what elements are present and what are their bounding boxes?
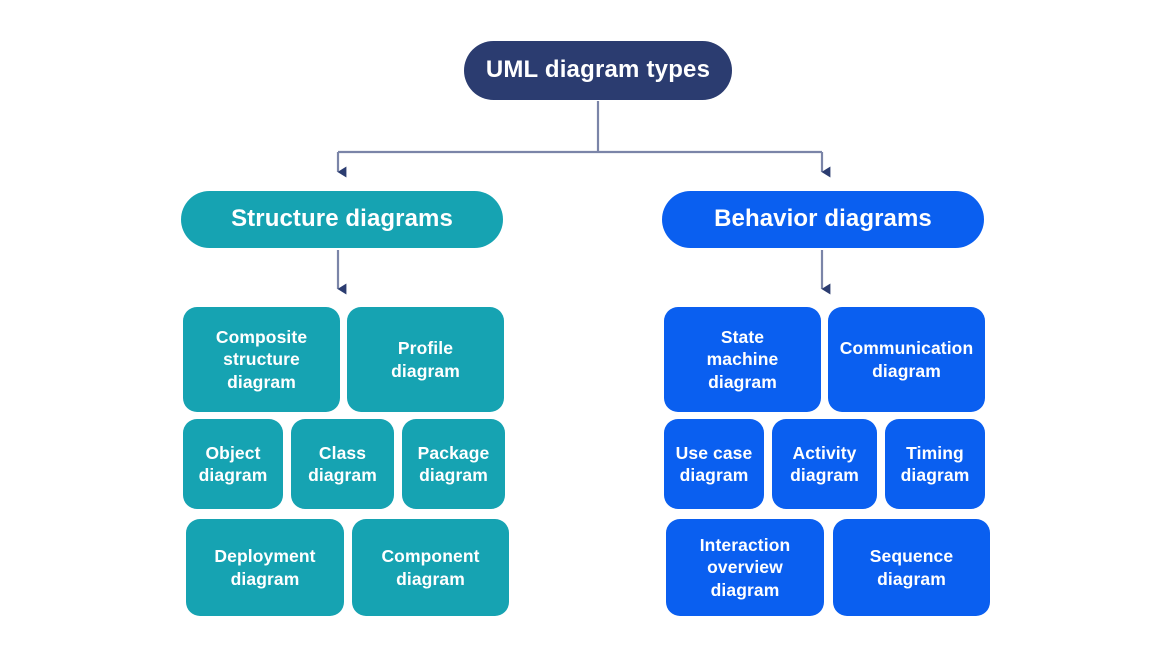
node-activity-diagram[interactable]: Activity diagram <box>772 419 877 509</box>
node-label: Object diagram <box>198 442 268 485</box>
node-label: Activity diagram <box>790 442 859 485</box>
node-label: Deployment diagram <box>214 546 316 589</box>
node-state-machine-diagram[interactable]: State machine diagram <box>664 307 821 412</box>
node-sequence-diagram[interactable]: Sequence diagram <box>833 519 990 616</box>
node-label: Behavior diagrams <box>714 205 932 233</box>
node-uml-diagram-types[interactable]: UML diagram types <box>464 41 732 100</box>
node-label: Composite structure diagram <box>215 327 308 392</box>
node-label: Use case diagram <box>675 442 753 485</box>
node-label: Class diagram <box>308 442 377 485</box>
node-package-diagram[interactable]: Package diagram <box>402 419 505 509</box>
node-interaction-overview-diagram[interactable]: Interaction overview diagram <box>666 519 824 616</box>
node-structure-diagrams[interactable]: Structure diagrams <box>181 191 503 248</box>
node-label: Interaction overview diagram <box>699 535 791 600</box>
node-use-case-diagram[interactable]: Use case diagram <box>664 419 764 509</box>
node-class-diagram[interactable]: Class diagram <box>291 419 394 509</box>
node-label: Profile diagram <box>391 338 460 381</box>
node-communication-diagram[interactable]: Communication diagram <box>828 307 985 412</box>
node-composite-structure-diagram[interactable]: Composite structure diagram <box>183 307 340 412</box>
node-label: Component diagram <box>381 546 480 589</box>
node-label: Structure diagrams <box>231 205 453 233</box>
node-label: UML diagram types <box>485 56 711 84</box>
node-component-diagram[interactable]: Component diagram <box>352 519 509 616</box>
node-label: Communication diagram <box>839 338 974 381</box>
node-timing-diagram[interactable]: Timing diagram <box>885 419 985 509</box>
node-object-diagram[interactable]: Object diagram <box>183 419 283 509</box>
node-behavior-diagrams[interactable]: Behavior diagrams <box>662 191 984 248</box>
node-profile-diagram[interactable]: Profile diagram <box>347 307 504 412</box>
node-label: Timing diagram <box>900 442 970 485</box>
node-label: Sequence diagram <box>869 546 954 589</box>
node-label: Package diagram <box>417 442 490 485</box>
node-deployment-diagram[interactable]: Deployment diagram <box>186 519 344 616</box>
node-label: State machine diagram <box>706 327 779 392</box>
